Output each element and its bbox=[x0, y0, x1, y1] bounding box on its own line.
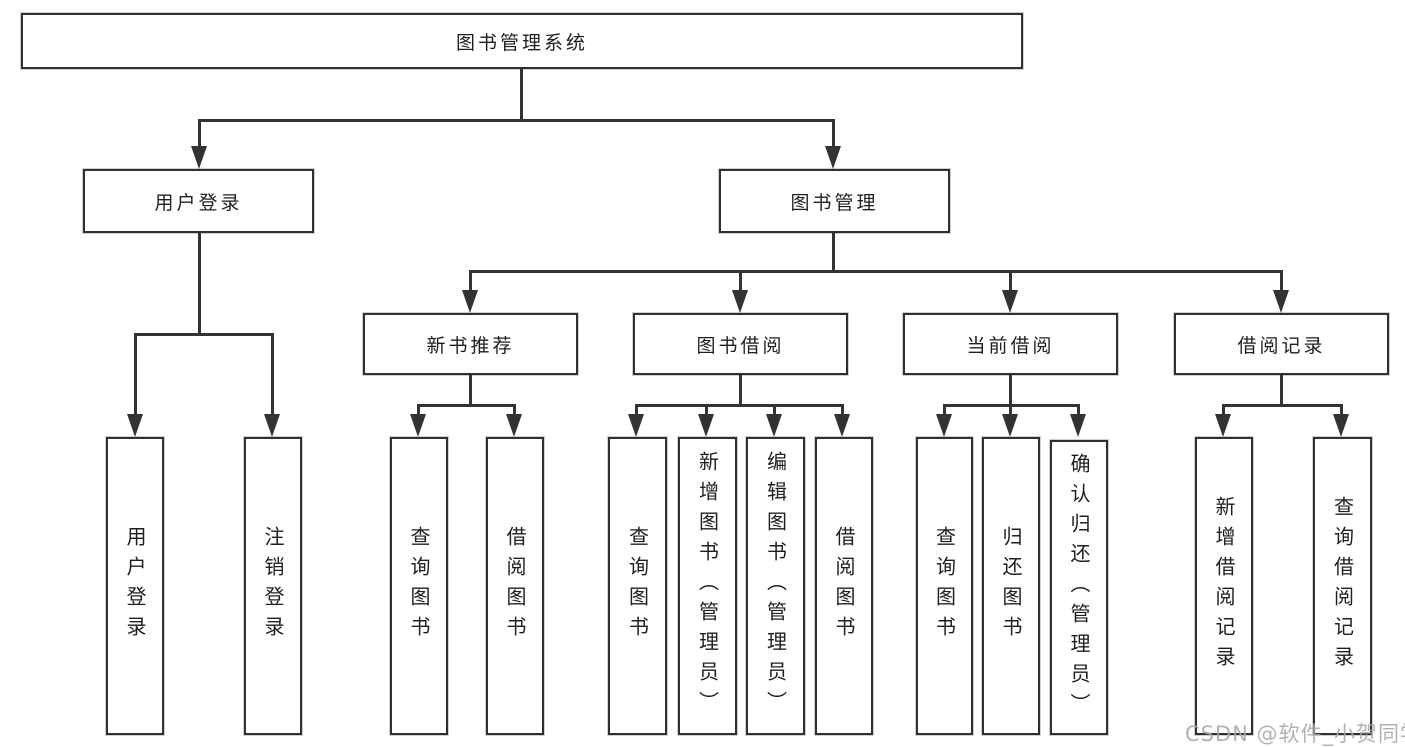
connector-line bbox=[520, 69, 523, 121]
node-label: 借阅图书 bbox=[832, 526, 856, 646]
leaf-records-add-record: 新增借阅记录 bbox=[1195, 437, 1253, 735]
connector-line bbox=[134, 333, 274, 336]
connector-line bbox=[739, 375, 742, 407]
node-user-login: 用户登录 bbox=[83, 169, 314, 233]
arrow-down-icon bbox=[410, 414, 426, 437]
node-label: 查询借阅记录 bbox=[1330, 496, 1355, 676]
connector-line bbox=[1009, 375, 1012, 407]
arrow-down-icon bbox=[1002, 414, 1018, 437]
node-label: 查询图书 bbox=[407, 526, 431, 646]
connector-line bbox=[469, 270, 472, 292]
connector-line bbox=[841, 404, 844, 418]
node-current-borrowing: 当前借阅 bbox=[903, 313, 1118, 375]
connector-line bbox=[773, 404, 776, 418]
arrow-down-icon bbox=[825, 146, 841, 169]
leaf-current-confirm-return: 确认归还（管理员） bbox=[1050, 440, 1108, 735]
connector-line bbox=[198, 119, 835, 122]
leaf-recommend-borrow-books: 借阅图书 bbox=[486, 437, 544, 735]
arrow-down-icon bbox=[1215, 414, 1231, 437]
connector-line bbox=[417, 404, 516, 407]
arrow-down-icon bbox=[732, 290, 748, 313]
arrow-down-icon bbox=[462, 290, 478, 313]
arrow-down-icon bbox=[1273, 290, 1289, 313]
leaf-current-return-books: 归还图书 bbox=[982, 437, 1040, 735]
leaf-borrowing-add-books: 新增图书（管理员） bbox=[678, 437, 737, 735]
node-label: 当前借阅 bbox=[966, 334, 1055, 357]
arrow-down-icon bbox=[834, 414, 850, 437]
connector-line bbox=[1280, 375, 1283, 407]
connector-line bbox=[1222, 404, 1225, 418]
arrow-down-icon bbox=[191, 146, 207, 169]
connector-line bbox=[1009, 404, 1012, 418]
connector-line bbox=[1280, 270, 1283, 292]
node-label: 图书借阅 bbox=[696, 334, 785, 357]
connector-line bbox=[417, 404, 420, 418]
connector-line bbox=[635, 404, 843, 407]
csdn-watermark: CSDN @软件_小贺同学 bbox=[1185, 722, 1405, 746]
arrow-down-icon bbox=[766, 414, 782, 437]
connector-line bbox=[943, 404, 946, 418]
node-label: 图书管理 bbox=[790, 191, 879, 214]
arrow-down-icon bbox=[506, 414, 522, 437]
node-label: 编辑图书（管理员） bbox=[763, 451, 788, 721]
arrow-down-icon bbox=[1002, 290, 1018, 313]
connector-line bbox=[134, 333, 137, 415]
connector-line bbox=[1222, 404, 1342, 407]
node-book-management: 图书管理 bbox=[719, 169, 950, 233]
connector-line bbox=[513, 404, 516, 418]
connector-line bbox=[739, 270, 742, 292]
connector-line bbox=[1009, 270, 1012, 292]
node-label: 新增图书（管理员） bbox=[695, 451, 720, 721]
connector-line bbox=[832, 119, 835, 149]
node-label: 注销登录 bbox=[261, 526, 285, 646]
arrow-down-icon bbox=[1333, 414, 1349, 437]
arrow-down-icon bbox=[1070, 414, 1086, 437]
connector-line bbox=[469, 375, 472, 407]
leaf-current-query-books: 查询图书 bbox=[916, 437, 973, 735]
connector-line bbox=[198, 233, 201, 336]
node-label: 新增借阅记录 bbox=[1212, 496, 1236, 676]
leaf-borrowing-edit-books: 编辑图书（管理员） bbox=[746, 437, 805, 735]
arrow-down-icon bbox=[127, 414, 143, 437]
connector-line bbox=[198, 119, 201, 149]
node-new-book-recommend: 新书推荐 bbox=[363, 313, 578, 375]
node-label: 用户登录 bbox=[154, 191, 243, 214]
node-borrowing-records: 借阅记录 bbox=[1174, 313, 1389, 375]
leaf-borrowing-query-books: 查询图书 bbox=[608, 437, 667, 735]
leaf-borrowing-borrow-books: 借阅图书 bbox=[815, 437, 873, 735]
node-label: 查询图书 bbox=[625, 526, 650, 646]
leaf-records-query-record: 查询借阅记录 bbox=[1313, 437, 1372, 735]
leaf-user-logout: 注销登录 bbox=[244, 437, 302, 735]
node-label: 借阅记录 bbox=[1237, 334, 1326, 357]
connector-line bbox=[469, 270, 1283, 273]
arrow-down-icon bbox=[698, 414, 714, 437]
leaf-user-login: 用户登录 bbox=[106, 437, 164, 735]
leaf-recommend-query-books: 查询图书 bbox=[390, 437, 448, 735]
arrow-down-icon bbox=[628, 414, 644, 437]
node-library-management-system: 图书管理系统 bbox=[21, 13, 1023, 69]
connector-line bbox=[832, 233, 835, 273]
arrow-down-icon bbox=[936, 414, 952, 437]
node-label: 查询图书 bbox=[932, 526, 957, 646]
connector-line bbox=[635, 404, 638, 418]
connector-line bbox=[1340, 404, 1343, 418]
node-label: 确认归还（管理员） bbox=[1067, 452, 1091, 723]
node-label: 借阅图书 bbox=[503, 526, 527, 646]
connector-line bbox=[1077, 404, 1080, 418]
node-label: 新书推荐 bbox=[426, 334, 515, 357]
connector-line bbox=[705, 404, 708, 418]
node-label: 用户登录 bbox=[123, 526, 147, 646]
arrow-down-icon bbox=[264, 414, 280, 437]
node-book-borrowing: 图书借阅 bbox=[633, 313, 848, 375]
node-label: 图书管理系统 bbox=[455, 31, 588, 54]
node-label: 归还图书 bbox=[999, 526, 1023, 646]
connector-line bbox=[271, 333, 274, 415]
